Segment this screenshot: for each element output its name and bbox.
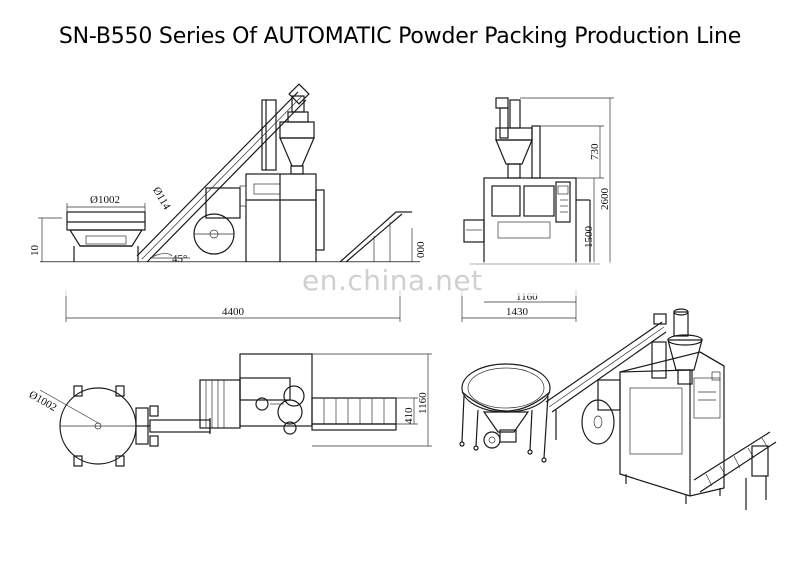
side-total-length-label: 4400 <box>222 306 245 318</box>
isometric-view <box>459 308 777 510</box>
pipe-diameter-label: Ø114 <box>150 185 173 212</box>
top-view: Ø1002 <box>27 353 432 467</box>
iso-filler-head <box>651 308 703 385</box>
top-conveyor-width-label: 410 <box>403 407 415 424</box>
iso-machine-body <box>619 351 725 504</box>
front-top-height-label: 730 <box>589 143 601 160</box>
top-machine-body <box>199 353 313 435</box>
side-output-conveyor <box>339 211 412 263</box>
side-machine-body <box>239 173 325 263</box>
front-machine-body <box>463 177 591 265</box>
watermark-band <box>28 262 618 296</box>
side-left-height-label: 10 <box>29 245 41 257</box>
iso-output-conveyor <box>693 431 777 510</box>
watermark: en.china.net <box>302 264 483 297</box>
iso-film-roll <box>581 379 621 445</box>
front-total-width-label: 1430 <box>506 306 529 318</box>
top-total-depth-label: 1160 <box>417 392 429 414</box>
side-hopper <box>66 211 146 262</box>
side-view: Ø1002 Ø114 45° <box>29 83 427 322</box>
side-right-height-label: 000 <box>415 241 427 258</box>
front-view: 730 2600 1500 1160 1430 <box>461 97 614 322</box>
side-filler-head <box>261 95 315 175</box>
top-output-conveyor <box>311 397 397 431</box>
iso-hopper <box>459 363 551 463</box>
top-hopper-diameter-label: Ø1002 <box>27 389 59 414</box>
front-body-height-label: 1500 <box>583 226 595 249</box>
inclined-conveyor <box>136 83 310 263</box>
top-hopper <box>59 385 150 467</box>
side-film-roll <box>193 187 241 255</box>
front-filler-head <box>495 97 541 179</box>
side-hopper-diameter-label: Ø1002 <box>90 194 120 206</box>
page-title: SN-B550 Series Of AUTOMATIC Powder Packi… <box>58 24 742 49</box>
iso-conveyor <box>545 313 667 440</box>
front-total-height-label: 2600 <box>599 188 611 211</box>
top-conveyor-pipe <box>149 405 211 447</box>
